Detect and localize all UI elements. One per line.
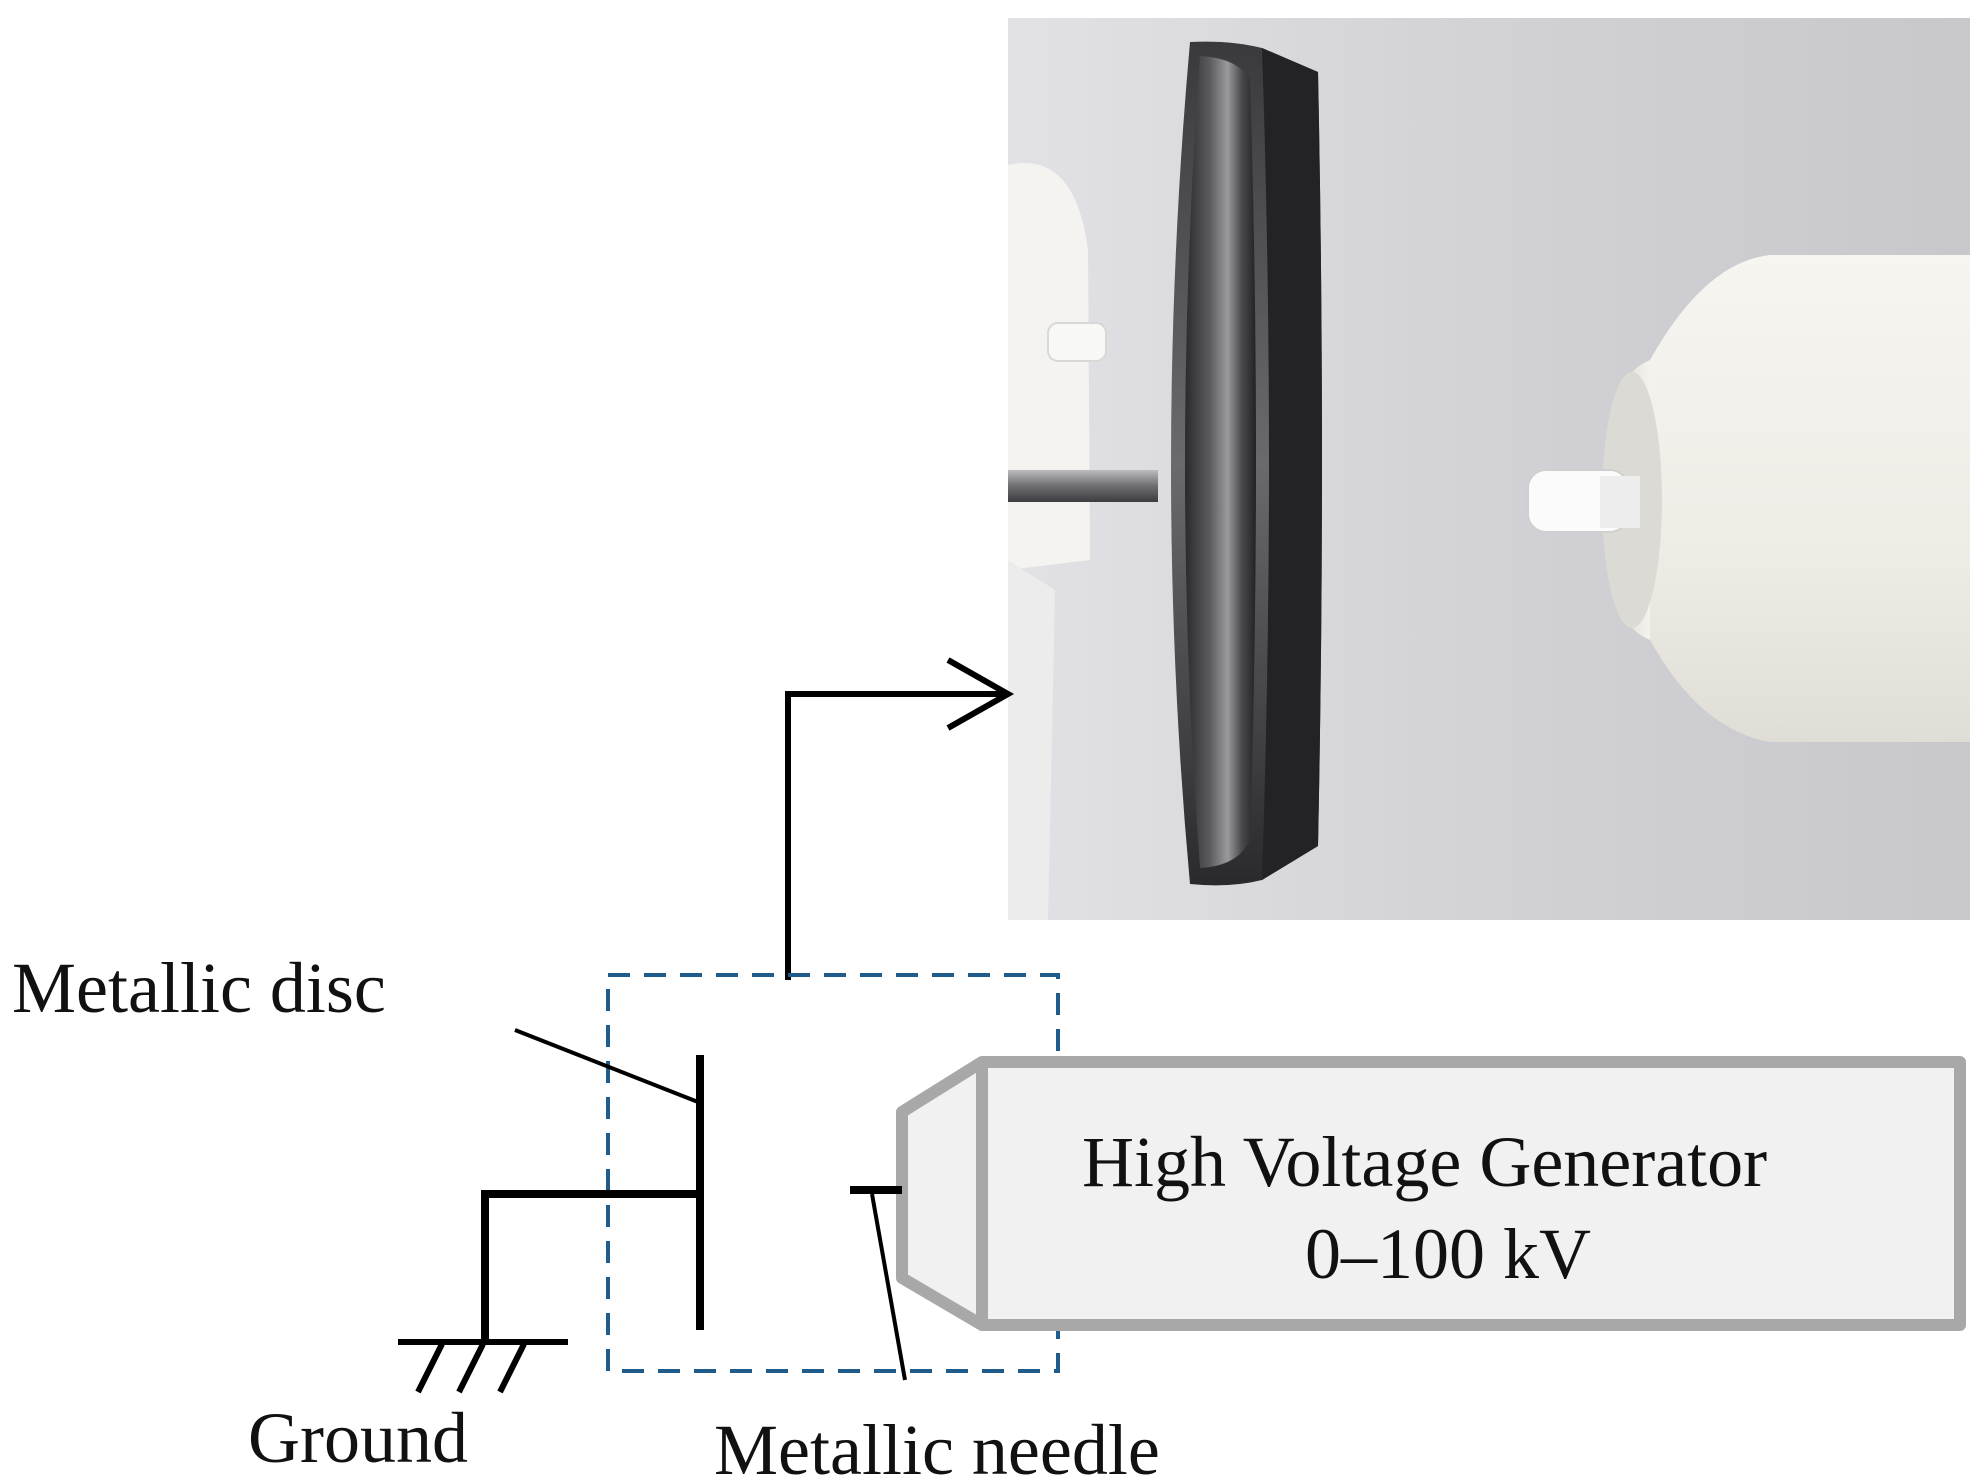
arrow-right-icon — [946, 657, 1015, 731]
disc-leader-line — [514, 1028, 699, 1104]
ground-symbol-icon — [398, 1339, 568, 1394]
needle-insulator — [1650, 255, 1970, 742]
left-holder — [1008, 163, 1090, 571]
generator-name-label: High Voltage Generator — [1082, 1122, 1767, 1202]
high-voltage-generator — [896, 1056, 1966, 1331]
needle-tip-collar — [1600, 476, 1640, 528]
generator-range-label: 0–100 kV — [1305, 1214, 1591, 1294]
experiment-photo — [1008, 18, 1970, 920]
metallic-disc-edge — [1262, 48, 1322, 880]
metallic-disc-label: Metallic disc — [12, 948, 386, 1028]
left-holder-base — [1008, 560, 1055, 920]
pointer-wire — [785, 691, 1008, 980]
needle-leader-line — [870, 1193, 907, 1381]
metallic-disc-face — [1185, 56, 1256, 868]
ground-wire — [481, 1190, 700, 1342]
metallic-needle-label: Metallic needle — [714, 1410, 1160, 1481]
holder-peg — [1047, 322, 1107, 362]
pointer-arrow — [785, 657, 1015, 980]
disc-rod — [1008, 470, 1158, 502]
ground-label: Ground — [248, 1398, 468, 1478]
